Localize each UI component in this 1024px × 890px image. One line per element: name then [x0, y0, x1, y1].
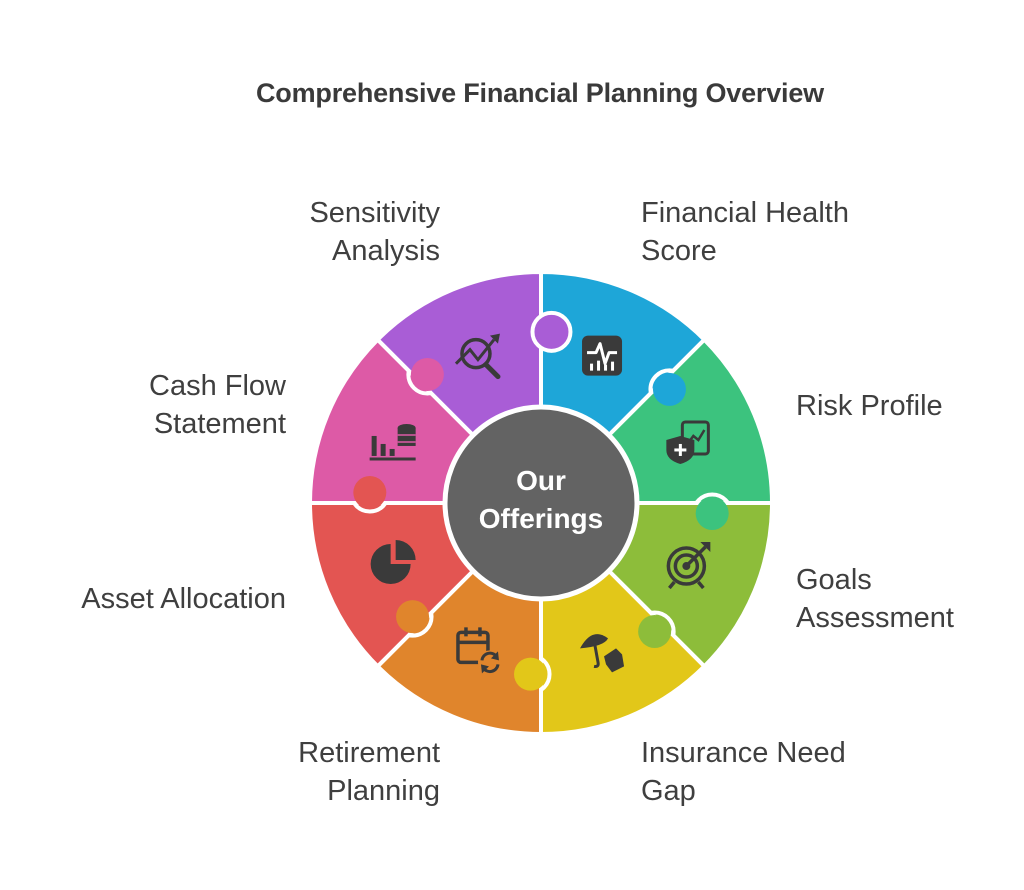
bar-chart-database-icon [369, 423, 416, 461]
center-hub [442, 404, 640, 602]
label-line: Assessment [796, 602, 954, 634]
label-line: Planning [327, 775, 440, 807]
puzzle-knob-fill [534, 315, 568, 349]
label-asset-allocation: Asset Allocation [81, 580, 286, 618]
health-monitor-icon [582, 335, 623, 376]
label-line: Gap [641, 775, 696, 807]
label-line: Analysis [332, 235, 440, 267]
page-title: Comprehensive Financial Planning Overvie… [256, 78, 824, 108]
label-financial-health-score: Financial Health Score [641, 194, 849, 270]
label-insurance-need-gap: Insurance Need Gap [641, 734, 846, 810]
umbrella-hand-icon [580, 634, 625, 673]
label-retirement-planning: Retirement Planning [298, 734, 440, 810]
puzzle-knob-fill [410, 358, 444, 392]
label-line: Risk Profile [796, 390, 943, 422]
label-sensitivity-analysis: Sensitivity Analysis [309, 194, 440, 270]
label-line: Score [641, 235, 717, 267]
label-line: Insurance Need [641, 737, 846, 769]
label-line: Statement [153, 408, 286, 440]
search-trend-icon [454, 333, 501, 380]
label-line: Cash Flow [149, 370, 286, 402]
puzzle-knob-fill [638, 614, 672, 648]
label-goals-assessment: Goals Assessment [796, 561, 954, 637]
risk-shield-chart-icon [666, 420, 710, 464]
label-line: Retirement [298, 737, 440, 769]
puzzle-knob-fill [652, 372, 686, 406]
label-cash-flow-statement: Cash Flow Statement [149, 367, 286, 443]
label-line: Sensitivity [309, 197, 440, 229]
label-risk-profile: Risk Profile [796, 387, 943, 425]
center-label-line2: Offerings [478, 503, 604, 534]
puzzle-knob-fill [396, 600, 430, 634]
pie-chart-icon [370, 540, 416, 585]
label-line: Goals [796, 564, 872, 596]
puzzle-knob-fill [353, 476, 387, 510]
target-icon [666, 542, 711, 590]
center-label: Our Offerings [445, 462, 637, 538]
puzzle-knob-fill [514, 657, 548, 691]
center-label-line1: Our [516, 465, 566, 496]
label-line: Financial Health [641, 197, 849, 229]
label-line: Asset Allocation [81, 583, 286, 615]
calendar-refresh-icon [456, 627, 502, 675]
puzzle-knob-fill [695, 496, 729, 530]
